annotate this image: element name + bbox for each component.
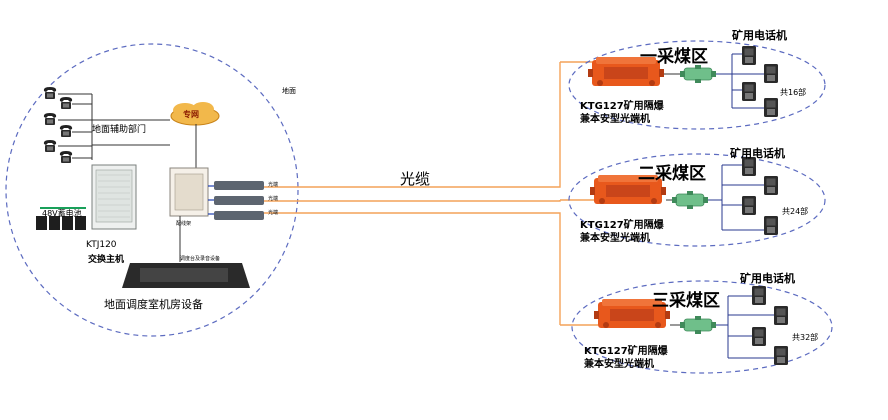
mine-telephone-icon <box>764 216 778 235</box>
zone-2-count: 共24部 <box>782 207 809 216</box>
battery-icon <box>36 216 86 230</box>
zone-1-count: 共16部 <box>780 88 807 97</box>
fiber-label-3: 光端 <box>268 210 279 216</box>
aux-dept-label: 地面辅助部门 <box>92 125 147 135</box>
zone-2-device-line2: 兼本安型光端机 <box>580 233 650 244</box>
fiber-label-2: 光端 <box>268 196 279 202</box>
distribution-frame-icon <box>169 167 209 217</box>
zone-2-boundary <box>568 153 826 247</box>
mine-telephone-icon <box>764 98 778 117</box>
trunk-cable-label: 光缆 <box>400 170 431 188</box>
host-model-label: KTJ120 <box>86 240 117 250</box>
zone-3-boundary <box>571 280 833 374</box>
zone-3-phone-title: 矿用电话机 <box>740 272 795 285</box>
cloud-icon <box>170 102 220 126</box>
mine-telephone-icon <box>742 82 756 101</box>
telephone-icon <box>59 97 73 109</box>
mine-telephone-icon <box>774 306 788 325</box>
junction-box-icon <box>679 315 717 335</box>
telephone-icon <box>43 87 57 99</box>
ground-links <box>208 185 214 215</box>
fiber-terminal-icon <box>214 181 264 220</box>
telephone-icon <box>43 140 57 152</box>
zone-1-boundary <box>568 40 826 130</box>
dispatch-desk-label: 调度台及录音设备 <box>180 256 221 262</box>
zone-3-device-line2: 兼本安型光端机 <box>584 359 654 370</box>
zone-3-count: 共32部 <box>792 333 819 342</box>
telephone-icon <box>59 151 73 163</box>
fiber-label-1: 光端 <box>268 182 279 188</box>
mine-telephone-icon <box>742 46 756 65</box>
battery-label: 48V蓄电池 <box>42 209 82 218</box>
zone-2-phone-title: 矿用电话机 <box>730 147 785 160</box>
zone-1-phone-title: 矿用电话机 <box>732 29 787 42</box>
private-net-label: 专网 <box>183 110 199 119</box>
mine-telephone-icon <box>764 64 778 83</box>
junction-box-icon <box>671 190 709 210</box>
fiber-cable <box>264 61 598 326</box>
mine-telephone-icon <box>752 327 766 346</box>
mine-telephone-icon <box>774 346 788 365</box>
mine-telephone-icon <box>742 196 756 215</box>
zone-1-name: 一采煤区 <box>640 47 708 67</box>
surface-room-boundary <box>5 43 299 337</box>
telephone-icon <box>43 113 57 125</box>
junction-box-icon <box>679 64 717 84</box>
room-caption: 地面调度室机房设备 <box>104 298 203 311</box>
mine-telephone-icon <box>764 176 778 195</box>
zone-1-device-line1: KTG127矿用隔爆 <box>580 101 664 112</box>
telephone-icon <box>59 125 73 137</box>
zone-2-device-line1: KTG127矿用隔爆 <box>580 220 664 231</box>
zone-2-name: 二采煤区 <box>638 164 706 184</box>
surface-phone-group <box>58 93 170 160</box>
zone-3-name: 三采煤区 <box>652 291 720 311</box>
host-name-label: 交换主机 <box>88 255 125 265</box>
zone-3-device-line1: KTG127矿用隔爆 <box>584 346 668 357</box>
zone-1-device-line2: 兼本安型光端机 <box>580 114 650 125</box>
rack-cabinet-icon <box>91 164 137 230</box>
mine-telephone-icon <box>752 286 766 305</box>
dist-frame-label: 配线架 <box>176 221 192 227</box>
ground-label: 地面 <box>282 87 296 95</box>
dispatch-console-icon <box>122 263 250 288</box>
